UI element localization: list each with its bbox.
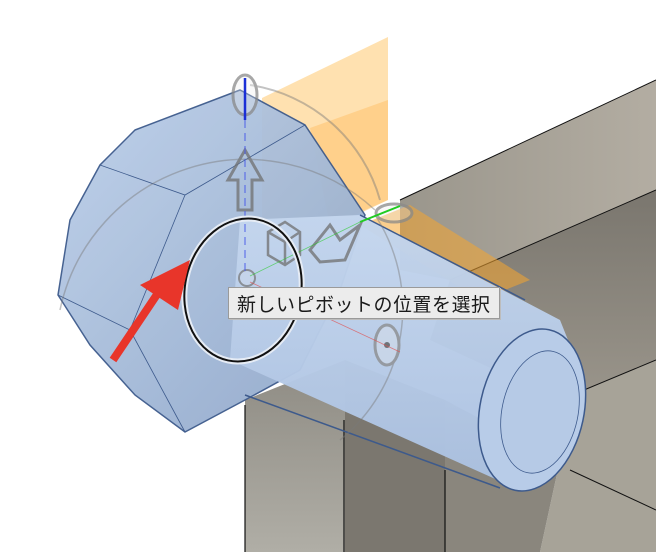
- free-move-cube[interactable]: [266, 220, 302, 267]
- translate-x-arrow[interactable]: [308, 220, 364, 264]
- annotation-arrow-icon: [109, 260, 190, 363]
- tooltip-text: 新しいピボットの位置を選択: [237, 293, 491, 316]
- y-axis-line: [359, 205, 401, 223]
- pivot-center[interactable]: [238, 269, 256, 287]
- pivot-tooltip: 新しいピボットの位置を選択: [228, 287, 500, 319]
- rotate-handle-right[interactable]: [374, 202, 414, 224]
- bolt-shaft[interactable]: [230, 214, 600, 501]
- translate-z-arrow[interactable]: [225, 146, 265, 212]
